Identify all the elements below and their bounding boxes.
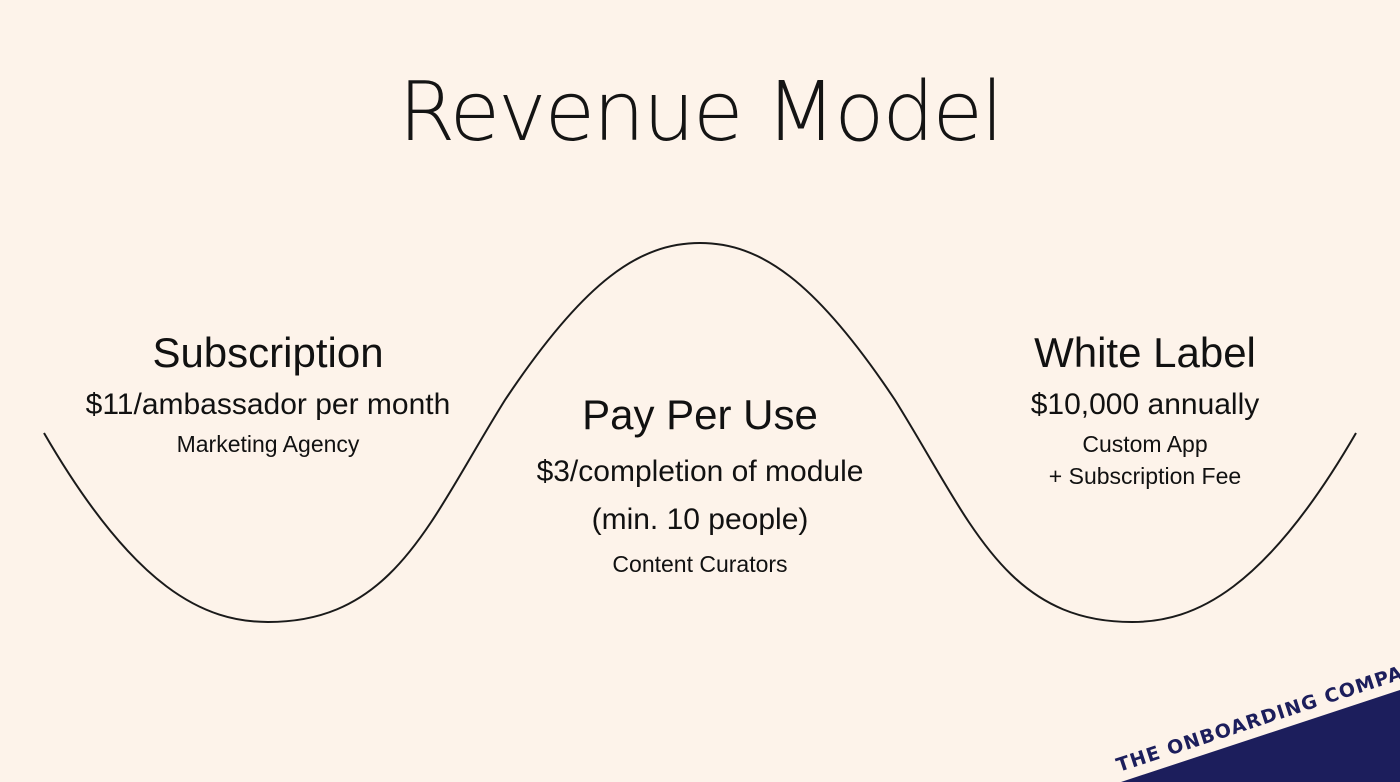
tier-note: Marketing Agency [176,430,360,457]
tier-price-line: (min. 10 people) [591,503,809,537]
tier-price: $10,000 annually [1030,388,1260,422]
tier-heading: White Label [1034,329,1256,376]
tier-subscription: Subscription $11/ambassador per month Ma… [48,329,488,462]
logo-banner [1121,690,1400,782]
tier-pay-per-use: Pay Per Use $3/completion of module (min… [460,391,940,583]
tier-note: Content Curators [612,551,788,578]
tier-heading: Subscription [152,329,384,376]
tier-white-label: White Label $10,000 annually Custom App … [925,329,1365,495]
tier-note: Custom App [1082,430,1208,457]
tier-heading: Pay Per Use [582,391,818,438]
wave-path [43,241,1357,624]
tier-price-line: $3/completion of module [536,455,864,489]
slide-title: Revenue Model [398,65,1003,160]
tier-price: $3/completion of module (min. 10 people) [460,448,940,544]
tier-note: + Subscription Fee [1048,463,1242,490]
tier-price: $11/ambassador per month [85,388,451,422]
